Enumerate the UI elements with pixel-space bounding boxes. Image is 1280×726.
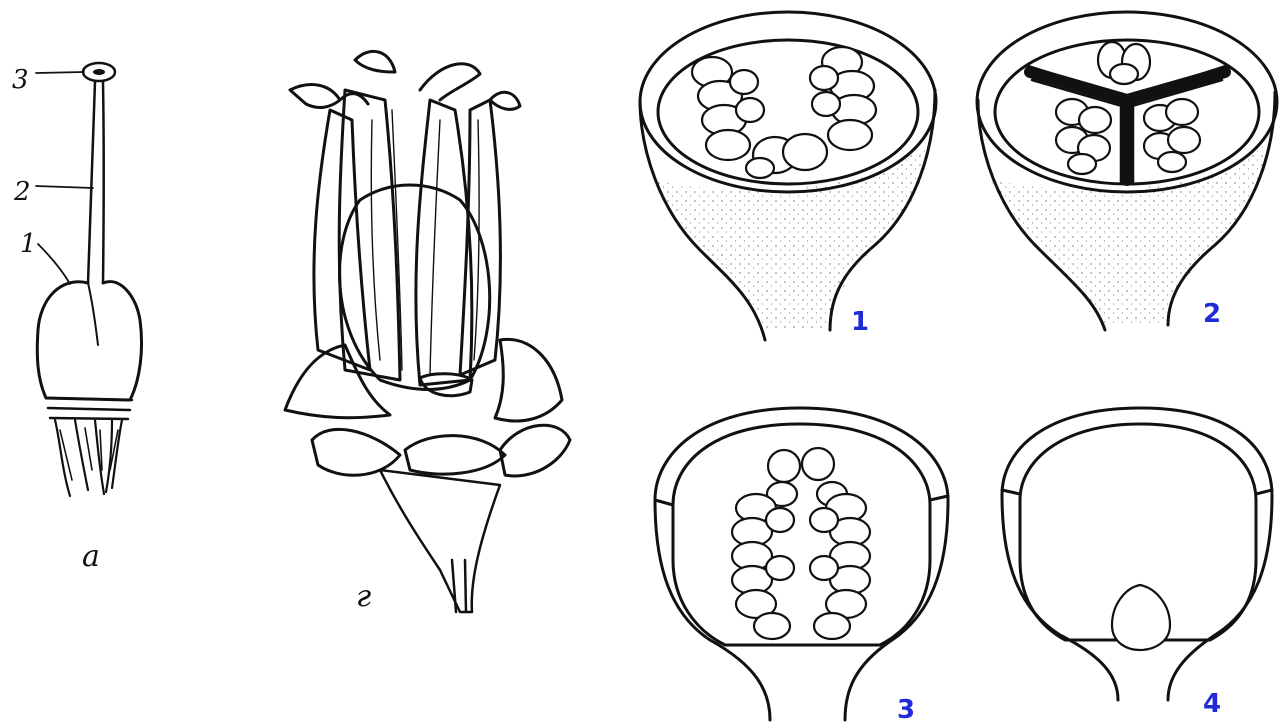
flower-caption: г	[356, 579, 371, 614]
ovule	[1110, 64, 1138, 84]
ovary-3-wall-inner	[673, 424, 930, 645]
ovary-2-number: 2	[1203, 299, 1221, 329]
flower-stem-lines	[452, 560, 466, 612]
ovule	[768, 450, 800, 482]
ovule	[766, 556, 794, 580]
ovary-1-number: 1	[851, 307, 869, 337]
ovule	[802, 448, 834, 480]
ovule	[1079, 107, 1111, 133]
ovary-3-ovules	[732, 448, 870, 639]
ovule	[810, 508, 838, 532]
ovary-3-number: 3	[897, 695, 915, 725]
flower-petal	[416, 100, 472, 385]
ovary-1-ovules	[692, 47, 876, 178]
ovule	[746, 158, 774, 178]
pistil-ovary-ridge	[88, 283, 98, 345]
ovule	[730, 70, 758, 94]
ovary-4-single-ovule	[1112, 585, 1170, 650]
pistil-label-ovary: 1	[20, 229, 37, 259]
flower-sepal	[495, 339, 562, 421]
ovule	[810, 66, 838, 90]
ovule	[1158, 152, 1186, 172]
ovary-4-number: 4	[1203, 689, 1221, 719]
pistil-label-style: 2	[13, 177, 31, 207]
ovary-2: 2	[977, 12, 1277, 330]
ovule	[1068, 154, 1096, 174]
label-line-2	[36, 186, 93, 188]
pistil-caption: а	[82, 539, 100, 574]
label-line-3	[36, 72, 84, 73]
flower-sepal-lower	[500, 425, 570, 476]
ovary-3: 3	[655, 408, 948, 725]
pistil-drawing: 3 2 1 а	[12, 63, 142, 574]
flower-sepal-lower	[405, 436, 505, 475]
ovule	[706, 130, 750, 160]
pistil-label-stigma: 3	[12, 65, 29, 95]
ovule	[766, 508, 794, 532]
ovule	[828, 120, 872, 150]
ovule	[754, 613, 790, 639]
ovary-4: 4	[1002, 408, 1272, 719]
ovule	[810, 556, 838, 580]
flower-drawing: г	[285, 51, 570, 614]
ovule	[736, 98, 764, 122]
ovule	[812, 92, 840, 116]
flower-petal	[339, 90, 400, 380]
ovule	[814, 613, 850, 639]
ovule	[783, 134, 827, 170]
ovary-1: 1	[640, 12, 936, 340]
flower-sepal-lower	[312, 429, 400, 475]
ovary-3-wall-ticks	[655, 496, 948, 505]
flower-stem	[380, 470, 500, 612]
pistil-stigma-center	[93, 69, 105, 75]
ovule	[1168, 127, 1200, 153]
ovule	[1166, 99, 1198, 125]
ovary-4-wall-ticks	[1002, 490, 1272, 494]
label-line-1	[38, 244, 70, 284]
pistil-style	[88, 82, 104, 283]
pistil-ovary	[37, 282, 141, 400]
